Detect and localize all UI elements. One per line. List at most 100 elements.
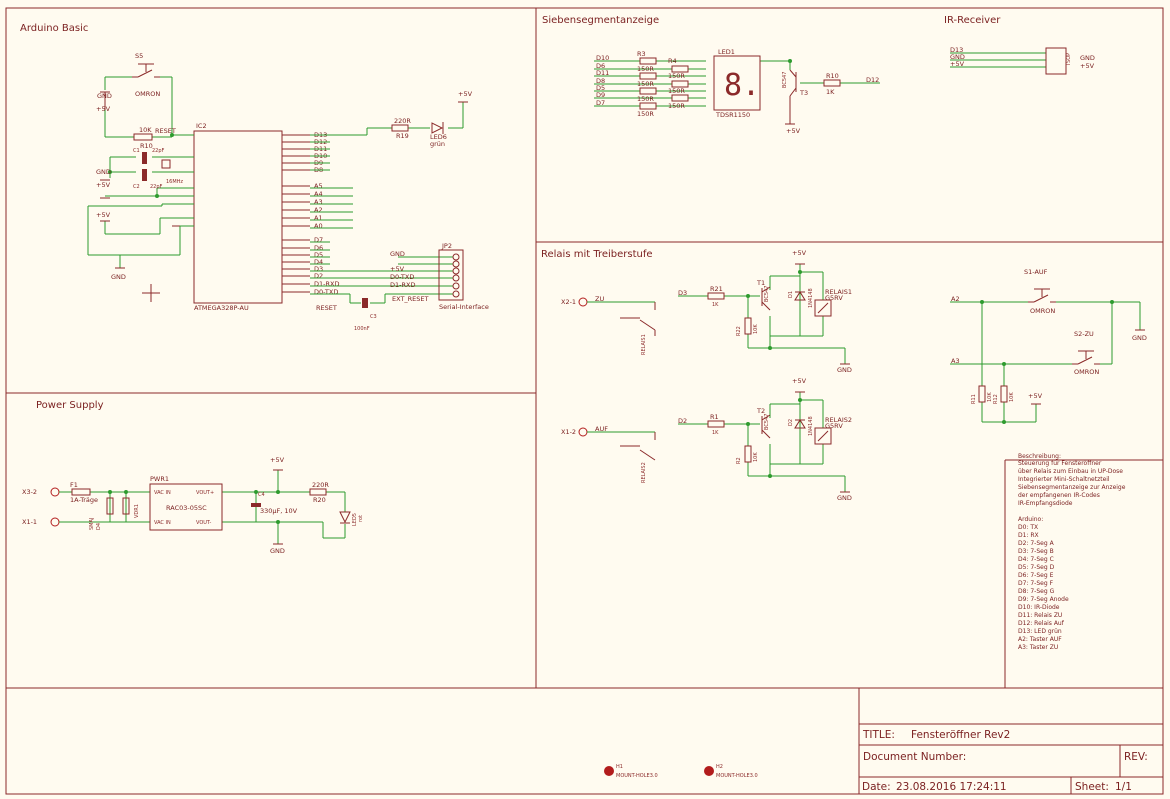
seg-input-d11: D11 (596, 69, 609, 77)
gnd-label-1: GND (97, 92, 112, 100)
r19-value: 220R (394, 117, 411, 125)
relais-section: X2-1 ZU RELAIS1 X1-2 AUF RELAIS2 (561, 249, 1147, 502)
reset-net-label: RESET (155, 127, 176, 135)
fuse-f1 (71, 488, 91, 496)
relais2-contact-label: RELAIS2 (641, 462, 647, 483)
seg-input-d5: D5 (596, 84, 605, 92)
port-d1: D1-RXD (314, 280, 339, 288)
x2-1-label: X2-1 (561, 298, 576, 306)
ir-section: D13 GND +5V TSOP GND +5V (950, 46, 1095, 75)
r12-value: 10K (1009, 392, 1015, 402)
transistor-t1 (761, 286, 771, 311)
led5-color: rot (358, 515, 364, 522)
coil2-name: RELAIS2 (825, 416, 852, 424)
s2-name: S2-ZU (1074, 330, 1094, 338)
desc-pin-4: D4: 7-Seg C (1018, 556, 1054, 563)
desc-pin-0: D0: TX (1018, 524, 1038, 531)
desc-arduino-heading: Arduino: (1018, 516, 1043, 523)
seg-input-d8: D8 (596, 77, 605, 85)
ir-receiver (1045, 47, 1067, 75)
led6-color: grün (430, 140, 445, 148)
resistor-r2 (744, 445, 752, 463)
rev-label: REV: (1124, 751, 1148, 763)
date-value: 23.08.2016 17:24:11 (896, 781, 1007, 793)
ir-pin-5v: +5V (950, 60, 965, 68)
d3-label: D3 (678, 289, 687, 297)
c2-name: C2 (133, 184, 140, 190)
resistor-r22 (744, 317, 752, 335)
pwr-value: RAC03-05SC (166, 504, 207, 512)
cap-c3 (362, 298, 368, 308)
s1-value: OMRON (1030, 307, 1055, 315)
seg-res-value-5: 150R (637, 95, 654, 103)
d4-value: SMAJ (89, 518, 95, 530)
jp2-pin-rxd: D1-RXD (390, 281, 415, 289)
transistor-t2 (761, 414, 771, 439)
seg-input-d10: D10 (596, 54, 609, 62)
r22-value: 10K (753, 324, 759, 334)
power-module (149, 483, 223, 531)
description-block: Beschreibung: Steuerung für Fensteröffne… (1018, 453, 1126, 651)
section-title-seven-seg: Siebensegmentanzeige (542, 15, 659, 26)
pwr-vin1: VAC IN (154, 490, 171, 496)
relais-gnd-2: GND (837, 494, 852, 502)
ir-part: TSOP (1066, 53, 1072, 67)
r11-name: R11 (971, 394, 977, 404)
resistor-r1 (707, 420, 725, 428)
port-d5: D5 (314, 251, 323, 259)
desc-line-3: Integrierter Mini-Schaltnetzteil (1018, 476, 1110, 483)
c4-name: C4 (258, 492, 265, 498)
led1-value: TDSR1150 (715, 111, 750, 119)
s5-value: OMRON (135, 90, 160, 98)
seg-res-value-4: 150R (668, 87, 685, 95)
seg-input-d6: D6 (596, 62, 605, 70)
arduino-power-symbols (100, 91, 468, 269)
mount-holes: H1 MOUNT-HOLE3.0 H2 MOUNT-HOLE3.0 (604, 764, 758, 779)
desc-pin-13: D13: LED grün (1018, 628, 1062, 635)
desc-pin-5: D5: 7-Seg D (1018, 564, 1055, 571)
d1-value: 1N4148 (808, 288, 814, 308)
h2-name: H2 (716, 764, 723, 770)
section-title-relais: Relais mit Treiberstufe (541, 249, 653, 260)
seg-res-value-7: 150R (637, 110, 654, 118)
terminal-x3-2 (50, 487, 60, 497)
r2-value: 10K (753, 452, 759, 462)
r19-name: R19 (396, 132, 409, 140)
seven-seg-section: D10 D6 D11 D8 D5 D9 D7 R3 R4 150R 150R 1… (594, 48, 880, 135)
power-vcc: +5V (270, 456, 285, 464)
r10-seg-value: 1K (826, 88, 835, 96)
led6-name: LED6 (430, 133, 447, 141)
port-d6: D6 (314, 244, 323, 252)
jp2-pin-reset: EXT_RESET (392, 295, 429, 303)
port-a3: A3 (314, 198, 323, 206)
relais-gnd-1: GND (837, 366, 852, 374)
section-title-power: Power Supply (36, 400, 104, 411)
relais1-contact-label: RELAIS1 (641, 334, 647, 355)
seg-res-value-3: 150R (637, 80, 654, 88)
buttons-gnd: GND (1132, 334, 1147, 342)
relay-coil-1 (814, 299, 832, 317)
s1-name: S1-AUF (1024, 268, 1048, 276)
connector-jp2 (438, 249, 464, 301)
jp2-value: Serial-Interface (439, 303, 489, 311)
ir-pin-gnd: GND (950, 53, 965, 61)
desc-pin-8: D8: 7-Seg G (1018, 588, 1055, 595)
jp2-pin-txd: D0-TXD (390, 273, 414, 281)
title-label: TITLE: (862, 729, 895, 741)
ir-vcc: +5V (1080, 62, 1095, 70)
terminal-x1-1 (50, 517, 60, 527)
coil1-name: RELAIS1 (825, 288, 852, 296)
vcc-label-3: +5V (96, 211, 111, 219)
s2-value: OMRON (1074, 368, 1099, 376)
pwr-vout2: VOUT- (196, 520, 212, 526)
resistor-r21 (707, 292, 725, 300)
r22-name: R22 (736, 326, 742, 336)
port-a2: A2 (314, 206, 323, 214)
auf-label: AUF (595, 425, 608, 433)
vcc-label-1: +5V (96, 105, 111, 113)
r12-name: R12 (993, 394, 999, 404)
d2-diode-name: D2 (788, 419, 794, 426)
desc-pin-7: D7: 7-Seg F (1018, 580, 1054, 587)
cap-c1 (142, 152, 147, 164)
